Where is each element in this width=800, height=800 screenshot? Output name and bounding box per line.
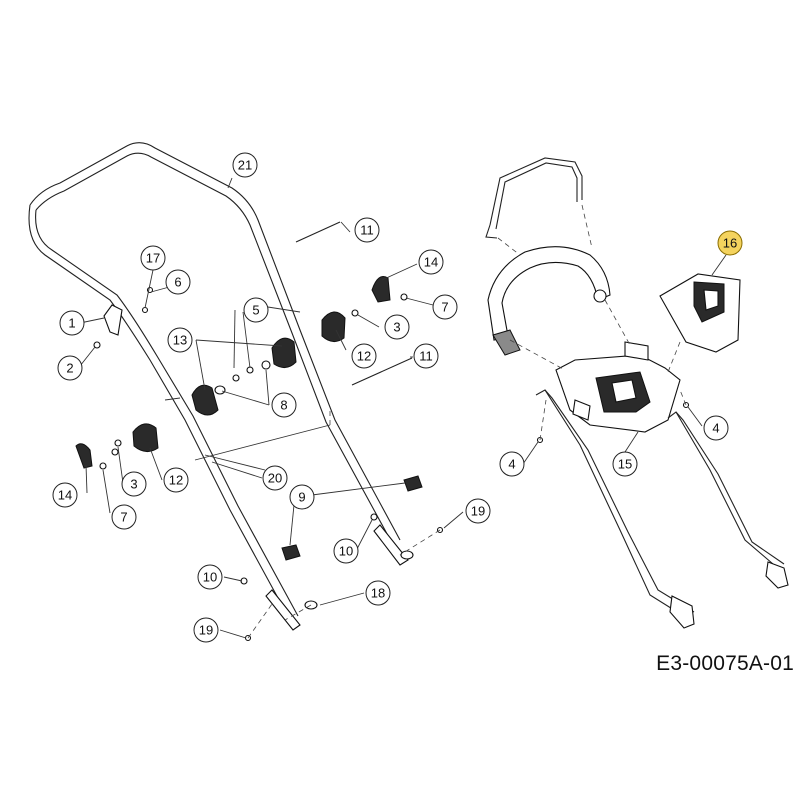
callout-11-lower: 11 (413, 343, 439, 369)
svg-text:8: 8 (280, 398, 287, 413)
svg-text:3: 3 (393, 320, 400, 335)
callout-3-upper: 3 (384, 314, 410, 340)
control-bail (485, 157, 583, 239)
callout-16-highlighted: 16 (717, 230, 743, 256)
svg-text:10: 10 (203, 570, 217, 585)
handle-knobs (281, 475, 423, 561)
callout-15: 15 (612, 451, 638, 477)
svg-text:12: 12 (357, 349, 371, 364)
callout-10-right: 10 (333, 538, 359, 564)
callout-18: 18 (365, 580, 391, 606)
svg-text:15: 15 (618, 457, 632, 472)
cables (295, 221, 413, 386)
lower-handle-right (535, 389, 789, 629)
svg-text:5: 5 (252, 303, 259, 318)
callout-19-right: 19 (465, 498, 491, 524)
callout-3-lower: 3 (121, 471, 147, 497)
lower-handle-ends (265, 524, 409, 631)
callout-6: 6 (165, 269, 191, 295)
callout-14-upper: 14 (418, 249, 444, 275)
svg-text:1: 1 (68, 316, 75, 331)
svg-text:14: 14 (424, 255, 438, 270)
svg-text:17: 17 (146, 251, 160, 266)
svg-text:16: 16 (723, 236, 737, 251)
svg-text:20: 20 (268, 471, 282, 486)
callout-2: 2 (57, 355, 83, 381)
svg-text:21: 21 (238, 158, 252, 173)
svg-text:7: 7 (120, 510, 127, 525)
svg-text:14: 14 (58, 488, 72, 503)
callout-5: 5 (243, 297, 269, 323)
svg-text:13: 13 (173, 333, 187, 348)
callout-17: 17 (140, 245, 166, 271)
svg-text:11: 11 (360, 223, 374, 238)
callout-21: 21 (232, 152, 258, 178)
callout-13: 13 (167, 327, 193, 353)
drawing-code: E3-00075A-01 (656, 652, 794, 675)
callout-12-lower: 12 (163, 467, 189, 493)
callout-19-left: 19 (193, 617, 219, 643)
svg-text:6: 6 (174, 275, 181, 290)
svg-text:4: 4 (712, 421, 719, 436)
svg-text:19: 19 (471, 504, 485, 519)
leader-lines (79, 177, 727, 639)
upper-handle-bar (487, 246, 611, 356)
left-small-parts (75, 276, 444, 642)
callout-14-lower: 14 (52, 482, 78, 508)
callout-12-upper: 12 (351, 343, 377, 369)
callout-4-right: 4 (703, 415, 729, 441)
callout-20: 20 (262, 465, 288, 491)
svg-text:10: 10 (339, 544, 353, 559)
svg-text:11: 11 (419, 349, 433, 364)
svg-text:3: 3 (130, 477, 137, 492)
svg-text:19: 19 (199, 623, 213, 638)
svg-text:18: 18 (371, 586, 385, 601)
svg-text:4: 4 (508, 457, 515, 472)
console-body (555, 341, 681, 433)
svg-text:12: 12 (169, 473, 183, 488)
assembly-guide-lines (247, 204, 687, 639)
upper-handle-frame (28, 142, 401, 621)
callout-8: 8 (271, 392, 297, 418)
callout-4-left: 4 (499, 451, 525, 477)
svg-text:7: 7 (441, 300, 448, 315)
console-cover (659, 273, 741, 353)
callout-9: 9 (289, 484, 315, 510)
svg-text:9: 9 (298, 490, 305, 505)
callout-10-left: 10 (197, 564, 223, 590)
svg-text:2: 2 (66, 361, 73, 376)
callout-1: 1 (59, 310, 85, 336)
callout-7-lower: 7 (111, 504, 137, 530)
callout-7-upper: 7 (432, 294, 458, 320)
callout-11-upper: 11 (354, 217, 380, 243)
